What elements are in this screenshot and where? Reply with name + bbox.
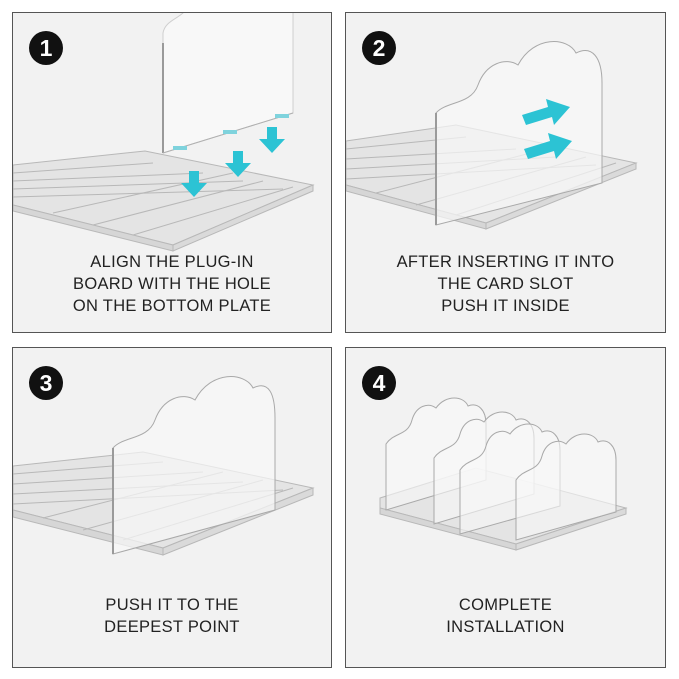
- caption-line: AFTER INSERTING IT INTO: [396, 253, 615, 271]
- caption-line: DEEPEST POINT: [104, 618, 240, 636]
- arrow-down-icon: [259, 127, 285, 153]
- step-number-badge: 1: [29, 31, 63, 65]
- plug-in-board: [162, 13, 294, 154]
- caption-line: ON THE BOTTOM PLATE: [72, 297, 272, 315]
- plug-in-board: [112, 376, 276, 555]
- step-number-badge: 3: [29, 366, 63, 400]
- arrow-right-icon: [522, 99, 570, 125]
- step-3-panel: 3 PUSH IT TO THE DEEPEST POINT: [12, 347, 332, 668]
- step-2-panel: 2 AFTER INSERTING IT INTO THE CARD SLOT …: [345, 12, 666, 333]
- arrow-right-icon: [524, 133, 572, 159]
- arrow-down-icon: [181, 171, 207, 197]
- step-4-illustration: [379, 397, 628, 551]
- step-number-badge: 4: [362, 366, 396, 400]
- step-caption: COMPLETE INSTALLATION: [346, 594, 665, 638]
- step-number-badge: 2: [362, 31, 396, 65]
- caption-line: PUSH IT TO THE: [105, 596, 239, 614]
- caption-line: ALIGN THE PLUG-IN: [90, 253, 254, 271]
- caption-line: COMPLETE: [458, 596, 553, 614]
- caption-line: INSTALLATION: [446, 618, 565, 636]
- base-plate: [13, 150, 315, 252]
- step-2-illustration: [346, 41, 638, 230]
- divider-board: [515, 433, 617, 541]
- step-1-illustration: [13, 13, 315, 252]
- arrow-down-icon: [225, 151, 251, 177]
- plug-in-board: [435, 41, 603, 226]
- step-caption: PUSH IT TO THE DEEPEST POINT: [13, 594, 331, 638]
- caption-line: THE CARD SLOT: [437, 275, 574, 293]
- step-3-illustration: [13, 376, 315, 556]
- step-4-panel: 4 COMPLETE INSTALLATION: [345, 347, 666, 668]
- step-caption: ALIGN THE PLUG-IN BOARD WITH THE HOLE ON…: [13, 251, 331, 317]
- caption-line: BOARD WITH THE HOLE: [73, 275, 271, 293]
- step-caption: AFTER INSERTING IT INTO THE CARD SLOT PU…: [346, 251, 665, 317]
- caption-line: PUSH IT INSIDE: [441, 297, 570, 315]
- step-1-panel: 1 ALIGN THE PLUG-IN BOARD WITH THE HOLE …: [12, 12, 332, 333]
